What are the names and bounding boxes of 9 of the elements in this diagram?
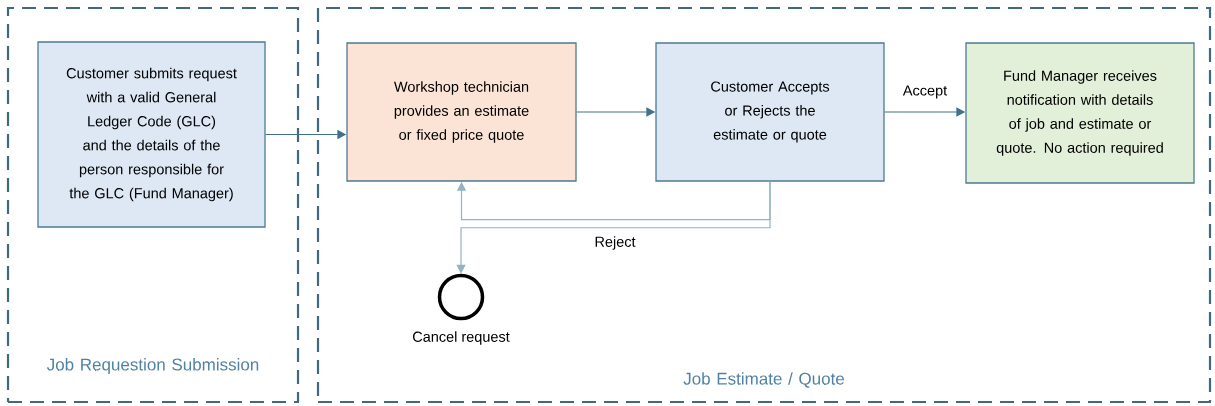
edge-label: Accept <box>901 84 949 100</box>
arrow <box>456 181 771 221</box>
node-caption: Cancel request <box>413 331 510 345</box>
process-box: Workshop technician provides an estimate or fixed price quote <box>346 42 577 182</box>
process-box: Fund Manager receives notification with details of job and estimate or quote. No action required <box>965 42 1195 184</box>
end-circle <box>437 273 485 321</box>
process-box: Customer submits request with a valid General Ledger Code (GLC) and the details of the person responsible for the GLC (Fund Manager) <box>37 41 266 228</box>
process-box: Customer Accepts or Rejects the estimate or quote <box>655 42 885 182</box>
edge-label: Reject <box>592 234 638 252</box>
